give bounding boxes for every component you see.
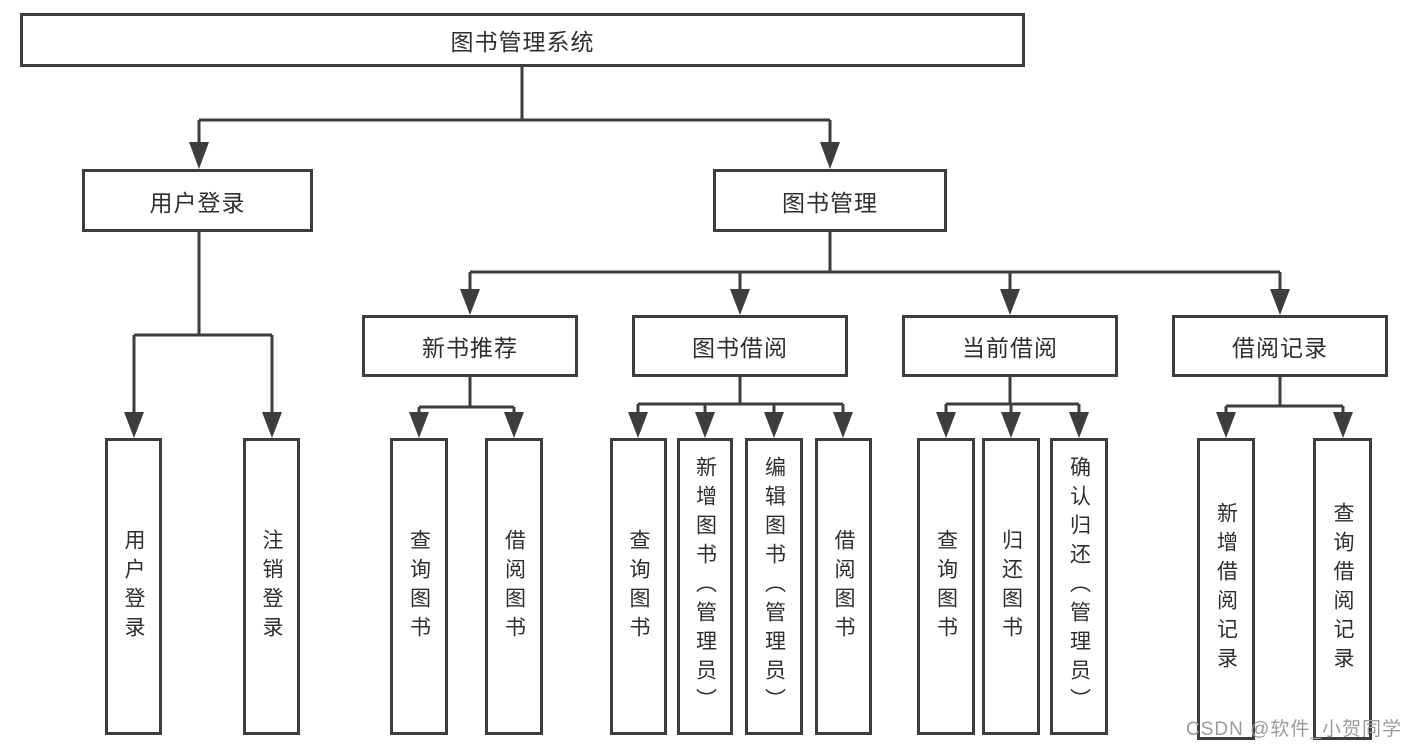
leaf-add-borrow-record: 新增借阅记录 [1197,438,1255,740]
leaf-confirm-return-admin-label: 确认归还（管理员） [1067,456,1091,717]
leaf-borrow-books-recommend-label: 借阅图书 [502,528,526,645]
leaf-user-login: 用户登录 [105,438,162,735]
leaf-user-login-label: 用户登录 [122,528,145,645]
arrowheads [124,142,1353,438]
leaf-logout-label: 注销登录 [260,528,283,645]
node-user-login: 用户登录 [82,169,313,232]
leaf-return-book: 归还图书 [982,438,1040,735]
node-root-system: 图书管理系统 [20,13,1025,67]
node-book-borrow: 图书借阅 [632,315,848,377]
leaf-return-book-label: 归还图书 [999,528,1023,645]
csdn-watermark: CSDN @软件_小贺同学 [1186,719,1402,740]
leaf-borrow-books-recommend: 借阅图书 [485,438,543,735]
node-current-borrow: 当前借阅 [902,315,1118,377]
leaf-borrow-books-borrow: 借阅图书 [815,438,872,735]
connector-userlogin-to-leaves [132,232,274,414]
leaf-query-borrow-record: 查询借阅记录 [1313,438,1372,740]
leaf-add-book-admin-label: 新增图书（管理员） [693,456,717,717]
connector-currentborrow-to-leaves [944,377,1081,414]
leaf-confirm-return-admin: 确认归还（管理员） [1050,438,1108,735]
leaf-edit-book-admin: 编辑图书（管理员） [745,438,803,735]
leaf-add-book-admin: 新增图书（管理员） [677,438,733,735]
connector-root-to-level2 [197,67,832,145]
node-borrow-records: 借阅记录 [1172,315,1388,377]
node-book-management: 图书管理 [713,169,947,232]
leaf-add-borrow-record-label: 新增借阅记录 [1214,502,1238,676]
leaf-logout: 注销登录 [243,438,300,735]
leaf-query-books-recommend: 查询图书 [390,438,448,735]
connector-newbook-to-leaves [417,377,516,414]
leaf-query-borrow-record-label: 查询借阅记录 [1331,502,1354,676]
leaf-query-books-borrow-label: 查询图书 [627,528,650,645]
connector-bookmgmt-to-level3 [468,232,1282,291]
leaf-query-books-borrow: 查询图书 [610,438,667,735]
leaf-borrow-books-borrow-label: 借阅图书 [832,528,855,645]
leaf-query-books-current-label: 查询图书 [934,528,958,645]
connector-records-to-leaves [1224,377,1345,414]
leaf-query-books-current: 查询图书 [917,438,975,735]
connector-bookborrow-to-leaves [636,377,845,414]
leaf-query-books-recommend-label: 查询图书 [407,528,431,645]
leaf-edit-book-admin-label: 编辑图书（管理员） [762,456,786,717]
node-new-book-recommend: 新书推荐 [362,315,578,377]
